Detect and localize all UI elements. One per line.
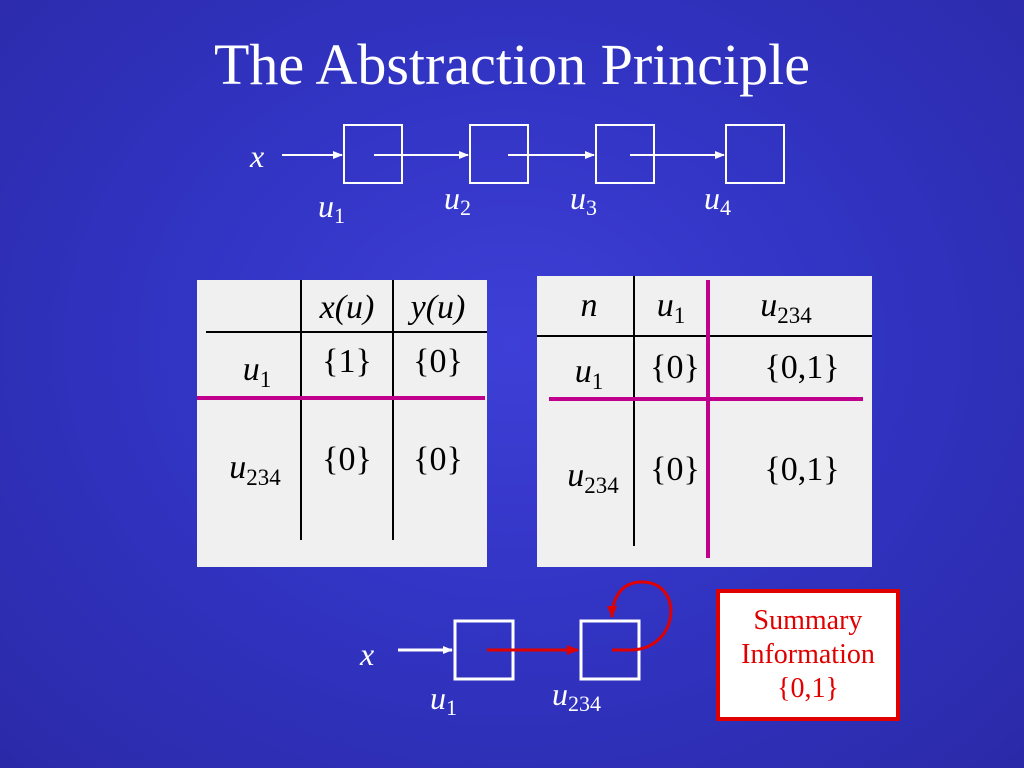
cell-r1-c1: {1} xyxy=(322,343,372,380)
row-label-u234: u234 xyxy=(567,457,619,498)
cell-r1-c2: {0,1} xyxy=(764,349,840,386)
node-label-u1: u1 xyxy=(318,188,345,228)
summary-information-box: Summary Information {0,1} xyxy=(716,589,900,721)
left-table-grid xyxy=(197,280,487,540)
header-n: n xyxy=(580,287,598,324)
row-label-u1: u1 xyxy=(574,353,604,394)
pointer-var-x: x xyxy=(250,138,265,174)
summary-line-3: {0,1} xyxy=(777,673,839,704)
cell-r2-c2: {0,1} xyxy=(764,451,840,488)
summary-line-1: Summary xyxy=(753,605,863,636)
cell-r1-c1: {0} xyxy=(650,349,700,386)
right-table: n u1 u234 u1 {0} {0,1} u234 {0} {0,1} xyxy=(537,276,872,567)
node-box-u4 xyxy=(725,124,785,184)
self-loop-arrow xyxy=(607,580,673,652)
right-table-grid xyxy=(537,276,872,558)
left-table: x(u) y(u) u1 {1} {0} u234 {0} {0} xyxy=(197,280,487,567)
cell-r2-c1: {0} xyxy=(322,441,372,478)
node-label-u2: u2 xyxy=(444,180,471,220)
header-xu: x(u) xyxy=(319,289,375,326)
row-label-u1: u1 xyxy=(242,351,272,392)
cell-r1-c2: {0} xyxy=(413,343,463,380)
cell-r2-c1: {0} xyxy=(650,451,700,488)
row-label-u234: u234 xyxy=(229,449,281,490)
slide-title: The Abstraction Principle xyxy=(214,32,810,97)
header-yu: y(u) xyxy=(410,289,466,326)
cell-r2-c2: {0} xyxy=(413,441,463,478)
node-label-u1-bottom: u1 xyxy=(430,680,457,720)
node-label-u4: u4 xyxy=(704,180,731,220)
node-label-u3: u3 xyxy=(570,180,597,220)
summary-line-2: Information xyxy=(741,639,875,670)
header-u234: u234 xyxy=(760,287,812,328)
node-label-u234-bottom: u234 xyxy=(552,676,601,716)
pointer-var-x-bottom: x xyxy=(360,636,375,672)
header-u1: u1 xyxy=(656,287,686,328)
